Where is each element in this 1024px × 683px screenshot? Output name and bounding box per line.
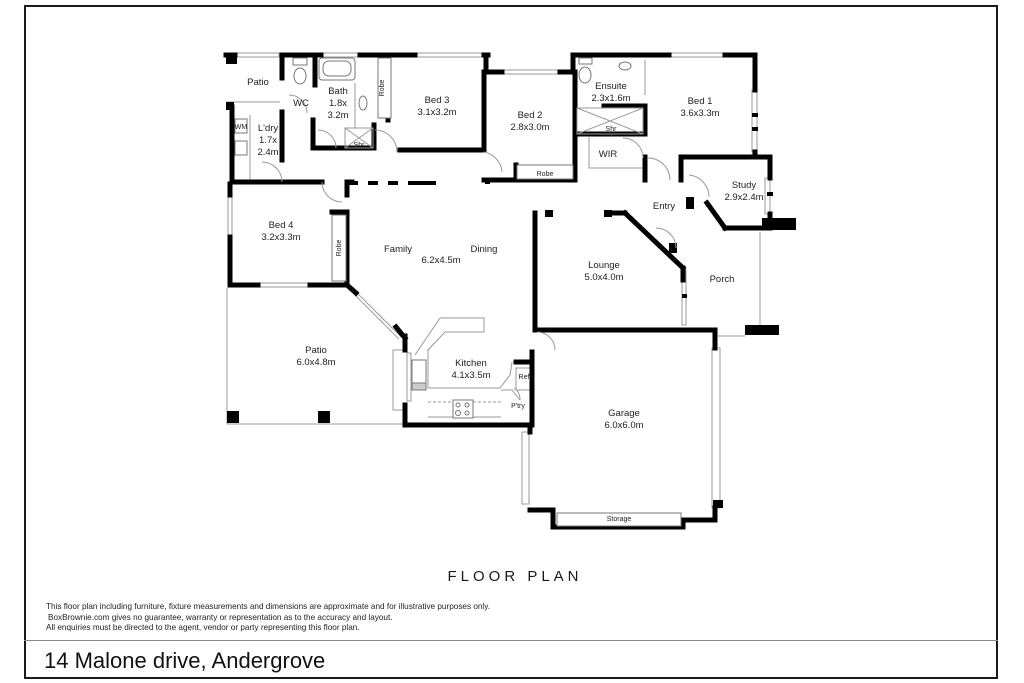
fixture-labels: Robe Shr Shr Robe Robe WM Ref P'try Stor… [235,80,632,523]
room-wir-name: WIR [599,149,618,160]
room-garage-name: Garage [608,408,640,419]
walls [223,52,773,530]
room-laundry-dim2: 2.4m [257,147,278,158]
room-bed1-name: Bed 1 [688,96,713,107]
room-bed4-dim: 3.2x3.3m [261,232,300,243]
room-bed4-name: Bed 4 [269,220,294,231]
room-labels: Patio WC Bath 1.8x 3.2m L'dry 1.7x 2.4m … [247,77,763,431]
room-laundry-dim1: 1.7x [259,135,277,146]
bath-robe-label: Robe [379,80,386,97]
room-garage-dim: 6.0x6.0m [604,420,643,431]
room-bath-name: Bath [328,86,348,97]
bath-shower-label: Shr [354,142,366,149]
room-patio-small-name: Patio [247,77,269,88]
room-bath-dim1: 1.8x [329,98,347,109]
room-bed3-dim: 3.1x3.2m [417,107,456,118]
room-laundry-name: L'dry [258,123,279,134]
room-lounge-dim: 5.0x4.0m [584,272,623,283]
room-bath-dim2: 3.2m [327,110,348,121]
door-swings [261,94,710,401]
disclaimer-line-1: This floor plan including furniture, fix… [46,602,491,611]
washing-machine-label: WM [235,124,248,131]
room-family-name: Family [384,244,412,255]
refrigerator-label: Ref [519,374,530,381]
room-entry-name: Entry [653,201,675,212]
room-dining-name: Dining [471,244,498,255]
bathroom-fixtures [234,57,682,527]
floor-plan-heading: FLOOR PLAN [447,568,583,585]
kitchen-fixtures [411,359,474,419]
room-porch-name: Porch [710,274,735,285]
disclaimer-line-2: BoxBrownie.com gives no guarantee, warra… [48,612,393,622]
room-ensuite-dim: 2.3x1.6m [591,93,630,104]
room-bed3-name: Bed 3 [425,95,450,106]
bed2-robe-label: Robe [537,171,554,178]
room-ensuite-name: Ensuite [595,81,627,92]
room-kitchen-name: Kitchen [455,358,487,369]
disclaimer-text: This floor plan including furniture, fix… [46,602,490,634]
room-bed2-name: Bed 2 [518,110,543,121]
diagonal-window [353,291,402,340]
pantry-label: P'try [511,403,525,410]
footer-divider [24,640,998,641]
room-lounge-name: Lounge [588,260,620,271]
family-window-bands [348,179,490,185]
room-bed1-dim: 3.6x3.3m [680,108,719,119]
room-kitchen-dim: 4.1x3.5m [451,370,490,381]
structural-posts [226,53,796,508]
storage-label: Storage [607,516,632,523]
room-bed2-dim: 2.8x3.0m [510,122,549,133]
bed4-robe-label: Robe [336,240,343,257]
floor-plan-sheet-border [24,5,998,679]
room-study-name: Study [732,180,757,191]
room-family-dim: 6.2x4.5m [421,255,460,266]
disclaimer-line-3: All enquiries must be directed to the ag… [46,623,360,632]
property-address: 14 Malone drive, Andergrove [44,648,326,673]
shower-fixtures [344,107,644,149]
room-patio-large-name: Patio [305,345,327,356]
room-study-dim: 2.9x2.4m [724,192,763,203]
room-patio-large-dim: 6.0x4.8m [296,357,335,368]
ensuite-shower-label: Shr [606,126,618,133]
room-wc-name: WC [293,98,309,109]
